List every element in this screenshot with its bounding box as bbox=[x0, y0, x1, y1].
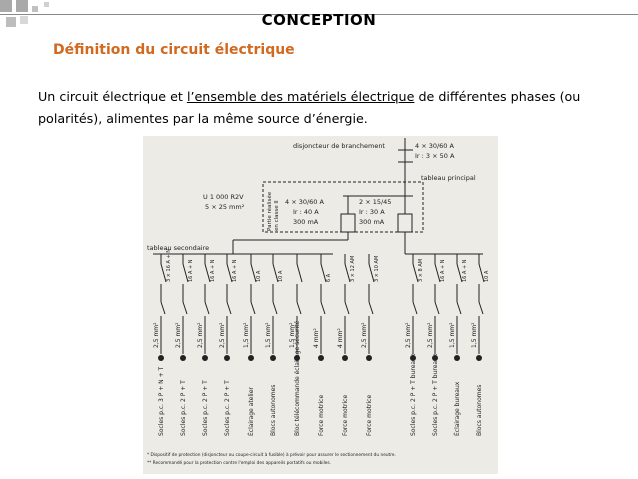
body-text-underlined: l’ensemble des matériels électrique bbox=[186, 89, 415, 104]
circuit-destination-label: Force motrice bbox=[366, 395, 373, 436]
breaker-rating-label: 16 A + N bbox=[232, 259, 238, 282]
circuit-destination-label: Blocs autonomes bbox=[476, 385, 483, 436]
circuit-branch: 6 A 4 mm² Force motrice bbox=[313, 254, 332, 436]
label-diff2-2: Ir : 30 A bbox=[359, 208, 385, 216]
slide-subtitle: Définition du circuit électrique bbox=[53, 42, 295, 58]
circuit-branch: 10 A 1,5 mm² Éclairage atelier bbox=[243, 254, 262, 436]
cable-section-label: 2,5 mm² bbox=[175, 322, 182, 348]
cable-section-label: 4 mm² bbox=[337, 328, 344, 348]
circuit-destination-label: Socles p.c. 2 P + T bbox=[202, 380, 209, 436]
body-text-end: de différentes phases (ou polarités), al… bbox=[38, 89, 581, 126]
label-partie-1: Partie réalisée bbox=[266, 191, 273, 231]
circuit-destination-label: Blocs autonomes bbox=[270, 385, 277, 436]
cable-section-label: 2,5 mm² bbox=[219, 322, 226, 348]
circuit-branch: 16 A + N 1,5 mm² Éclairage bureaux bbox=[449, 254, 468, 436]
cable-section-label: 1,5 mm² bbox=[471, 322, 478, 348]
label-partie-2: en classe II bbox=[274, 200, 280, 231]
definition-paragraph: Un circuit électrique et l’ensemble des … bbox=[38, 86, 603, 130]
circuit-branch: 3 × 8 AM 2,5 mm² Socles p.c. 2 P + T burea… bbox=[405, 254, 424, 436]
cable-section-label: 1,5 mm² bbox=[289, 322, 296, 348]
footnote-2: ** Recommandé pour la protection contre … bbox=[147, 459, 331, 466]
cable-section-label: 2,5 mm² bbox=[361, 322, 368, 348]
label-main-rating-1: 4 × 30/60 A bbox=[415, 142, 455, 150]
circuit-diagram-svg: 3 × 16 A + N 2,5 mm² Socles p.c. 3 P + N +… bbox=[147, 138, 490, 466]
footnote-1: * Dispositif de protection (disjoncteur … bbox=[147, 451, 396, 458]
breaker-rating-label: 3 × 8 AM bbox=[418, 259, 424, 282]
body-text-start: Un circuit électrique et bbox=[38, 89, 187, 104]
circuit-destination-label: Éclairage atelier bbox=[247, 387, 255, 436]
label-tableau-principal: tableau principal bbox=[421, 174, 476, 182]
circuit-destination-label: Socles p.c. 2 P + T bureaux bbox=[410, 353, 417, 436]
cable-section-label: 2,5 mm² bbox=[405, 322, 412, 348]
breaker-rating-label: 10 A bbox=[256, 270, 262, 282]
breaker-rating-label: 3 × 16 A + N bbox=[166, 249, 172, 282]
cable-section-label: 2,5 mm² bbox=[197, 322, 204, 348]
circuit-destination-label: Force motrice bbox=[342, 395, 349, 436]
breaker-rating-label: 3 × 12 AM bbox=[350, 256, 356, 282]
circuit-branch: 10 A 1,5 mm² Blocs autonomes bbox=[265, 254, 284, 436]
label-tableau-secondaire: tableau secondaire bbox=[147, 244, 209, 252]
label-cable-2: 5 × 25 mm² bbox=[205, 203, 245, 211]
circuit-destination-label: Socles p.c. 2 P + T bbox=[180, 380, 187, 436]
label-cable-1: U 1 000 R2V bbox=[203, 193, 244, 201]
circuit-destination-label: Force motrice bbox=[318, 395, 325, 436]
breaker-rating-label: 10 A bbox=[484, 270, 490, 282]
circuit-branch: 3 × 10 AM 2,5 mm² Force motrice bbox=[361, 254, 380, 436]
circuit-branch: 16 A + N 2,5 mm² Socles p.c. 2 P + T bbox=[175, 254, 194, 436]
circuit-branch: 3 × 12 AM 4 mm² Force motrice bbox=[337, 254, 356, 436]
circuit-destination-label: Bloc télécommande éclairage sécurité bbox=[294, 320, 301, 436]
circuit-destination-label: Socles p.c. 2 P + T bureaux bbox=[432, 353, 439, 436]
label-diff1-3: 300 mA bbox=[293, 218, 319, 226]
cable-section-label: 4 mm² bbox=[313, 328, 320, 348]
corner-decoration bbox=[0, 0, 638, 40]
circuit-destination-label: Socles p.c. 3 P + N + T bbox=[158, 366, 165, 436]
breaker-rating-label: 16 A + N bbox=[210, 259, 216, 282]
breaker-rating-label: 6 A bbox=[326, 273, 332, 282]
breaker-rating-label: 16 A + N bbox=[188, 259, 194, 282]
cable-section-label: 2,5 mm² bbox=[153, 322, 160, 348]
cable-section-label: 1,5 mm² bbox=[265, 322, 272, 348]
breaker-rating-label: 3 × 10 AM bbox=[374, 256, 380, 282]
cable-section-label: 2,5 mm² bbox=[427, 322, 434, 348]
circuit-diagram: 3 × 16 A + N 2,5 mm² Socles p.c. 3 P + N +… bbox=[143, 136, 498, 474]
label-diff2-1: 2 × 15/45 bbox=[359, 198, 391, 206]
circuit-branch: 16 A + N 2,5 mm² Socles p.c. 2 P + T bbox=[219, 254, 238, 436]
circuit-destination-label: Éclairage bureaux bbox=[453, 381, 461, 436]
circuit-branch: 3 × 16 A + N 2,5 mm² Socles p.c. 3 P + N +… bbox=[153, 249, 172, 436]
circuit-destination-label: Socles p.c. 2 P + T bbox=[224, 380, 231, 436]
breaker-rating-label: 10 A bbox=[278, 270, 284, 282]
label-diff1-2: Ir : 40 A bbox=[293, 208, 319, 216]
breaker-rating-label: 16 A + N bbox=[462, 259, 468, 282]
circuit-branch: 16 A + N 2,5 mm² Socles p.c. 2 P + T burea… bbox=[427, 254, 446, 436]
cable-section-label: 1,5 mm² bbox=[243, 322, 250, 348]
breaker-rating-label: 16 A + N bbox=[440, 259, 446, 282]
label-diff1-1: 4 × 30/60 A bbox=[285, 198, 325, 206]
slide-title: CONCEPTION bbox=[261, 11, 377, 29]
circuit-branch: 10 A 1,5 mm² Blocs autonomes bbox=[471, 254, 490, 436]
cable-section-label: 1,5 mm² bbox=[449, 322, 456, 348]
circuit-branch: 16 A + N 2,5 mm² Socles p.c. 2 P + T bbox=[197, 254, 216, 436]
label-diff2-3: 300 mA bbox=[359, 218, 385, 226]
label-main-rating-2: Ir : 3 × 50 A bbox=[415, 152, 455, 160]
label-disjoncteur: disjoncteur de branchement bbox=[293, 142, 385, 150]
